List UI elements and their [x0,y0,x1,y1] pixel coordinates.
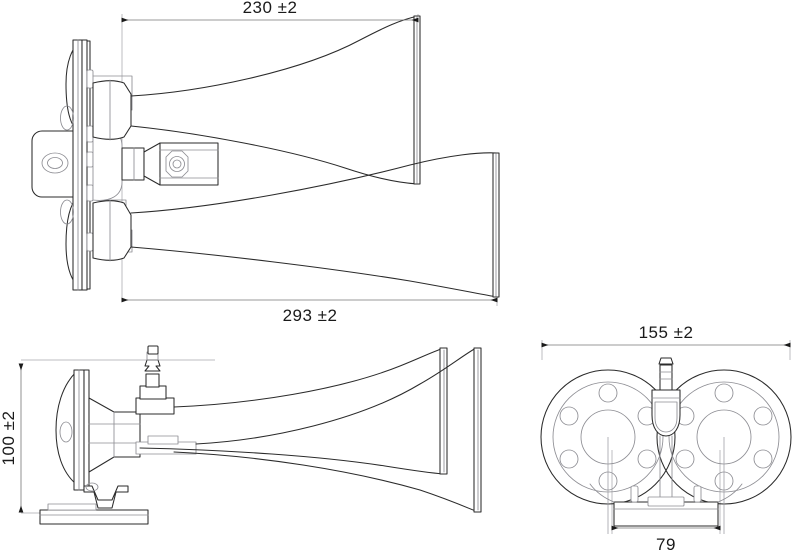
dimension-100-label: 100 ±2 [0,411,18,466]
front-view-center-housing [651,357,681,506]
dimension-230-label: 230 ±2 [243,0,298,17]
dimension-293: 293 ±2 [121,297,498,325]
side-view-body [39,345,197,525]
top-view: 230 ±2 293 ±2 [31,0,500,325]
dimension-155-label: 155 ±2 [639,323,694,342]
top-view-body [31,39,219,291]
dimension-230: 230 ±2 [121,0,419,23]
side-view-horn-lower [173,347,482,513]
dimension-79-label: 79 [656,535,676,554]
side-view: 100 ±2 [0,345,482,525]
dimension-100: 100 ±2 [0,363,24,513]
side-view-horn-upper [139,347,448,475]
top-view-horn-short [92,15,421,185]
top-view-horn-long [92,152,500,298]
dimension-293-label: 293 ±2 [283,306,338,325]
dimension-79: 79 [611,525,721,554]
front-view: 155 ±2 [540,323,792,554]
dimension-155: 155 ±2 [541,323,791,348]
front-view-flanges [540,369,792,534]
front-view-base [589,483,743,527]
